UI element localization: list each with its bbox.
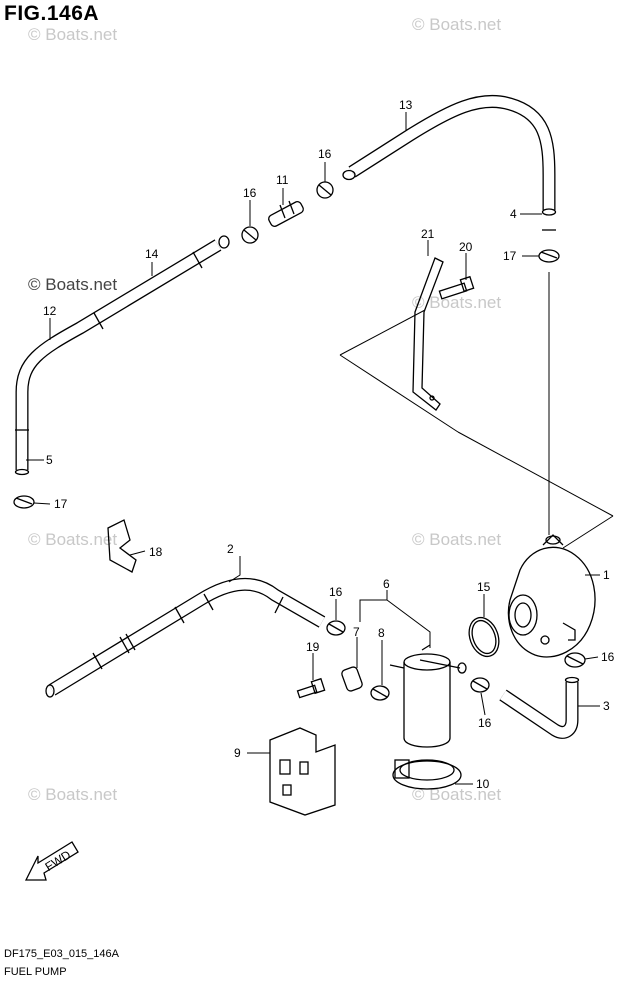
watermark: © Boats.net (412, 293, 501, 312)
callouts: 1 2 3 4 5 6 7 8 9 10 11 12 13 14 15 16 1… (43, 98, 615, 791)
callout-11: 11 (276, 173, 289, 187)
callout-4: 4 (510, 207, 517, 221)
callout-14: 14 (145, 247, 159, 261)
callout-17: 17 (54, 497, 68, 511)
callout-3: 3 (603, 699, 610, 713)
callout-20: 20 (459, 240, 473, 254)
watermarks: © Boats.net © Boats.net © Boats.net © Bo… (28, 15, 501, 804)
watermark: © Boats.net (28, 25, 117, 44)
mounting-frame-lines (339, 272, 614, 549)
bolt-19 (296, 677, 326, 699)
callout-16: 16 (243, 186, 257, 200)
callout-5: 5 (46, 453, 53, 467)
callout-1: 1 (603, 568, 610, 582)
callout-16: 16 (318, 147, 332, 161)
callout-18: 18 (149, 545, 163, 559)
hose-14-12 (14, 235, 230, 476)
callout-16: 16 (329, 585, 343, 599)
bolt-20 (438, 275, 475, 300)
leader-lines (26, 112, 600, 785)
callout-21: 21 (421, 227, 435, 241)
sleeve-7 (341, 666, 363, 692)
hose-13 (342, 94, 557, 231)
callout-16: 16 (478, 716, 492, 730)
connector-11 (268, 200, 304, 227)
footer-diagram-name: FUEL PUMP (4, 966, 67, 978)
callout-13: 13 (399, 98, 413, 112)
fuel-pump-1 (507, 534, 596, 658)
o-ring-15 (468, 616, 500, 658)
clip-18 (107, 519, 137, 573)
callout-9: 9 (234, 746, 241, 760)
footer-diagram-code: DF175_E03_015_146A (4, 948, 119, 960)
bracket-9 (269, 727, 336, 816)
bracket-21 (412, 257, 444, 411)
watermark: © Boats.net (412, 785, 501, 804)
callout-15: 15 (477, 580, 491, 594)
callout-10: 10 (476, 777, 490, 791)
callout-16: 16 (601, 650, 615, 664)
clips-16-lower (326, 620, 586, 701)
hose-3 (499, 676, 580, 739)
watermark: © Boats.net (28, 530, 117, 549)
hose-2 (45, 577, 326, 698)
callout-17: 17 (503, 249, 517, 263)
clamp-10 (392, 759, 462, 790)
callout-7: 7 (353, 625, 360, 639)
watermark: © Boats.net (28, 275, 117, 294)
callout-8: 8 (378, 626, 385, 640)
watermark: © Boats.net (28, 785, 117, 804)
figure-title: FIG.146A (4, 2, 100, 25)
callout-19: 19 (306, 640, 320, 654)
watermark: © Boats.net (412, 15, 501, 34)
callout-6: 6 (383, 577, 390, 591)
fuel-filter-6 (389, 644, 467, 748)
watermark: © Boats.net (412, 530, 501, 549)
callout-12: 12 (43, 304, 57, 318)
fwd-arrow-icon: FWD (24, 841, 79, 881)
callout-2: 2 (227, 542, 234, 556)
